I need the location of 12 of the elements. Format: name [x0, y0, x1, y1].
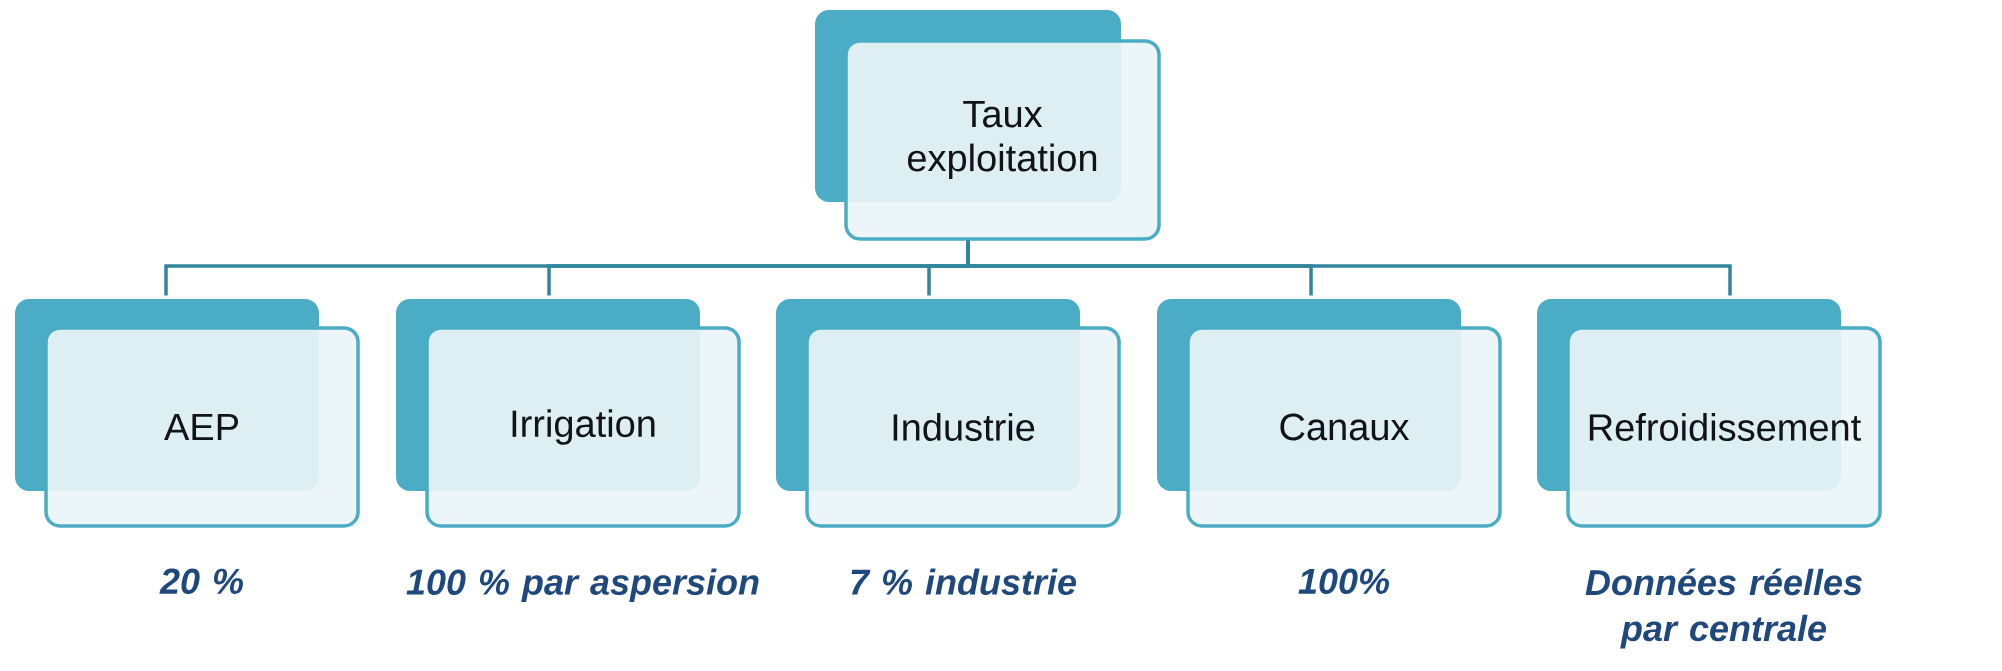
process-box: AEP	[15, 299, 360, 528]
note-text: Données réelles par centrale	[1585, 568, 1862, 649]
process-box: Refroidissement	[1537, 299, 1882, 528]
process-box: Taux exploitation	[815, 10, 1161, 241]
process-box: Industrie	[776, 299, 1121, 528]
note-text: 100 % par aspersion	[406, 568, 759, 603]
process-box: Canaux	[1157, 299, 1502, 528]
note-text: 100%	[1298, 568, 1389, 594]
connector-line	[966, 240, 1732, 296]
process-box: Irrigation	[396, 299, 741, 528]
note-text: 20 %	[159, 568, 243, 594]
note-text: 7 % industrie	[851, 568, 1076, 595]
